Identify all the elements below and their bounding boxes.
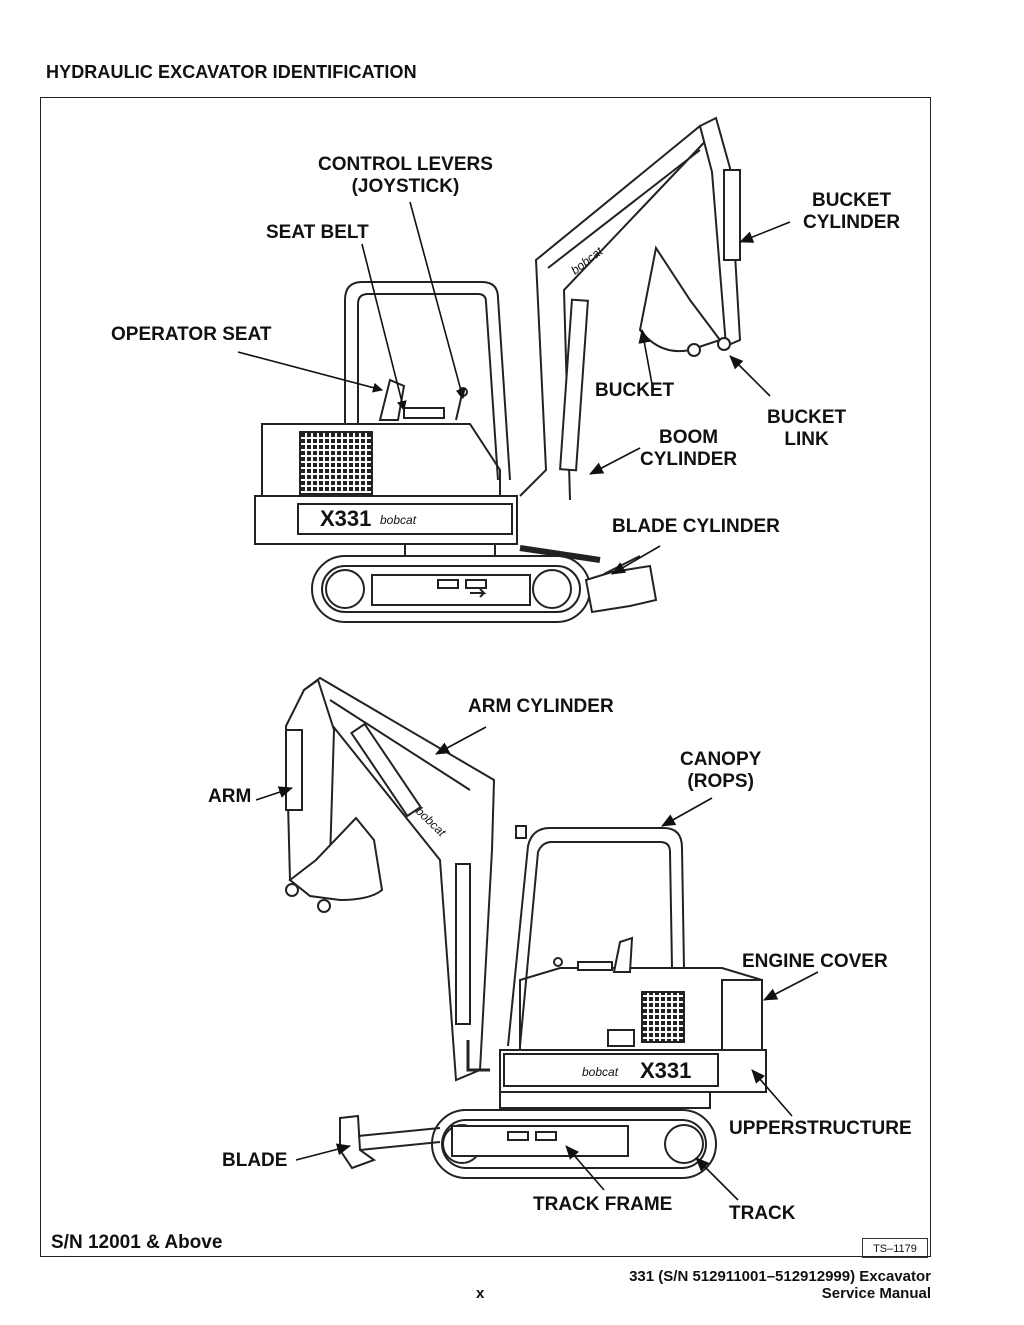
footer-model: 331 (S/N 512911001–512912999) Excavator (629, 1268, 931, 1285)
footer-manual: Service Manual (821, 1285, 931, 1302)
label-control-levers: CONTROL LEVERS (JOYSTICK) (318, 154, 493, 197)
arrow-bucket-link (729, 355, 771, 397)
label-boom-cylinder: BOOM CYLINDER (640, 427, 738, 470)
model-decal-bottom: X331 (640, 1058, 691, 1083)
arrow-blade (295, 1143, 351, 1161)
label-arm: ARM (208, 786, 252, 807)
page-number: x (476, 1285, 485, 1302)
arrow-control-levers (409, 201, 466, 399)
label-seat-belt: SEAT BELT (266, 222, 369, 243)
serial-note: S/N 12001 & Above (51, 1232, 223, 1253)
label-bucket: BUCKET (595, 380, 675, 401)
label-blade: BLADE (222, 1150, 288, 1171)
label-bucket-link: BUCKET LINK (767, 407, 847, 450)
label-track-frame: TRACK FRAME (533, 1194, 673, 1215)
arrow-bucket (638, 329, 653, 385)
arrow-track-frame (565, 1145, 605, 1191)
label-canopy: CANOPY (ROPS) (680, 749, 762, 792)
arrow-track (695, 1157, 739, 1201)
arrow-canopy (661, 797, 713, 827)
illustration-frame (40, 97, 931, 1257)
label-engine-cover: ENGINE COVER (742, 951, 888, 972)
label-arm-cylinder: ARM CYLINDER (468, 696, 614, 717)
page-title: HYDRAULIC EXCAVATOR IDENTIFICATION (46, 62, 417, 82)
arrow-operator-seat (237, 351, 383, 393)
arrow-upperstructure (751, 1069, 793, 1117)
arrow-arm (255, 786, 293, 801)
arrow-blade-cylinder (611, 545, 661, 575)
top-excavator: X331 bobcat bobcat (254, 116, 742, 623)
svg-text:bobcat: bobcat (582, 1065, 619, 1079)
figure-code: TS–1179 (862, 1238, 928, 1258)
label-track: TRACK (729, 1203, 796, 1224)
svg-text:bobcat: bobcat (380, 513, 417, 527)
bottom-excavator: bobcat X331 bobcat (284, 676, 767, 1179)
arrow-seat-belt (361, 243, 407, 411)
label-upperstructure: UPPERSTRUCTURE (729, 1118, 912, 1139)
model-decal-top: X331 (320, 506, 371, 531)
arrow-boom-cylinder (589, 447, 641, 475)
label-blade-cylinder: BLADE CYLINDER (612, 516, 780, 537)
arrow-arm-cylinder (435, 726, 487, 755)
label-bucket-cylinder: BUCKET CYLINDER (803, 190, 901, 233)
label-operator-seat: OPERATOR SEAT (111, 324, 272, 345)
arrow-bucket-cylinder (739, 221, 791, 243)
leader-arrows (237, 201, 819, 1201)
arrow-engine-cover (763, 971, 819, 1001)
